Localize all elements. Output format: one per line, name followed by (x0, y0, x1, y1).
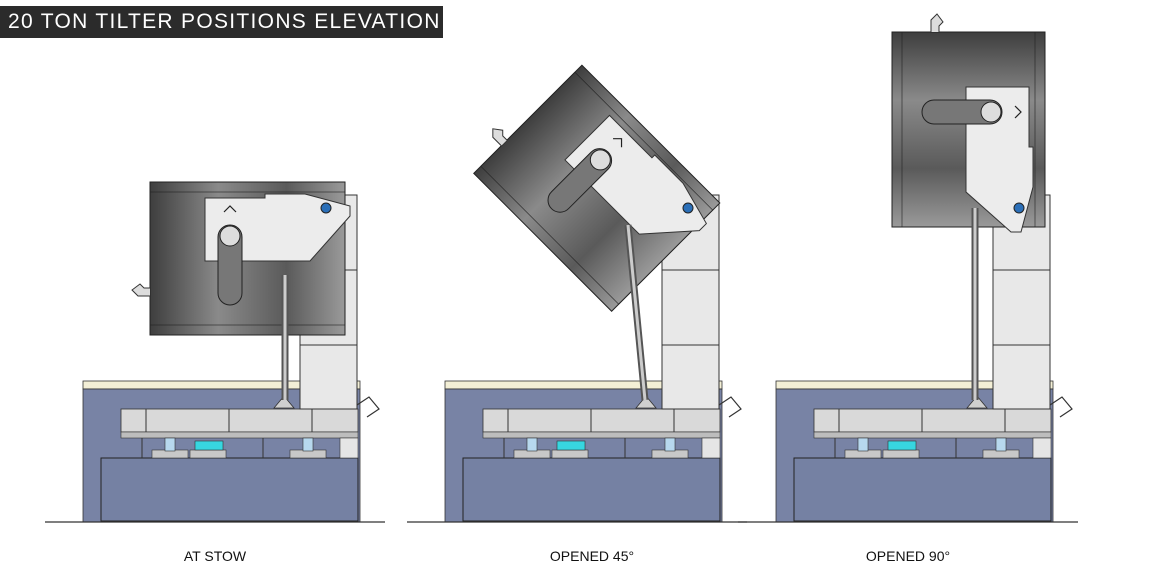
drawing-title: 20 TON TILTER POSITIONS ELEVATION (0, 6, 443, 38)
caption-at-stow: AT STOW (183, 548, 247, 564)
base-frame (737, 194, 1079, 523)
tilter-opened-90 (737, 13, 1079, 523)
caption-opened-90: OPENED 90° (865, 548, 951, 564)
tilter-opened-45 (406, 51, 748, 523)
tilter-at-stow (44, 181, 386, 523)
caption-opened-45: OPENED 45° (549, 548, 635, 564)
drum (131, 181, 351, 336)
drum (891, 13, 1046, 233)
